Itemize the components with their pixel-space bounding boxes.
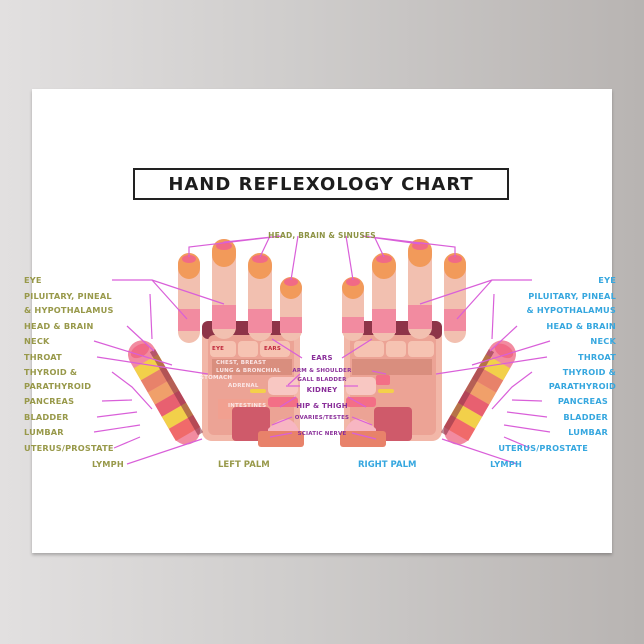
center-label-gall-bladder: GALL BLADDER — [297, 377, 347, 383]
left-label-neck: NECK — [24, 336, 50, 346]
inhand-label-chest-2: LUNG & BRONCHIAL — [216, 368, 281, 374]
left-label-head-brain: HEAD & BRAIN — [24, 321, 94, 331]
title-box: HAND REFLEXOLOGY CHART — [133, 168, 509, 200]
left-label-eye: EYE — [24, 275, 42, 285]
left-label-thyroid-2: PARATHYROID — [24, 381, 92, 391]
center-label-kidney: KIDNEY — [306, 386, 338, 394]
left-label-pituitary-2: & HYPOTHALAMUS — [24, 305, 114, 315]
left-label-lymph: LYMPH — [92, 459, 124, 469]
right-label-head-brain: HEAD & BRAIN — [546, 321, 616, 331]
poster: HAND REFLEXOLOGY CHART — [24, 89, 616, 553]
inhand-label-ears: EARS — [264, 346, 282, 352]
right-label-pituitary-1: PILUITARY, PINEAL — [528, 291, 616, 301]
right-index — [342, 277, 364, 341]
right-label-neck: NECK — [590, 336, 616, 346]
hands-illustration — [93, 235, 551, 465]
left-ring — [212, 239, 236, 339]
left-label-lumbar: LUMBAR — [24, 427, 64, 437]
right-thumb — [440, 340, 516, 445]
right-label-eye: EYE — [598, 275, 616, 285]
right-pinky — [444, 253, 466, 343]
label-head-brain-sinuses: HEAD, BRAIN & SINUSES — [268, 231, 376, 240]
left-label-pancreas: PANCREAS — [24, 396, 75, 406]
left-label-throat: THROAT — [24, 352, 62, 362]
right-ring — [408, 239, 432, 339]
right-label-throat: THROAT — [578, 352, 616, 362]
right-label-bladder: BLADDER — [563, 412, 608, 422]
left-thumb — [128, 340, 204, 445]
center-label-hip-thigh: HIP & THIGH — [296, 402, 348, 410]
leader-lines — [93, 235, 551, 465]
right-label-thyroid-2: PARATHYROID — [548, 381, 616, 391]
left-pinky — [178, 253, 200, 343]
left-label-bladder: BLADDER — [24, 412, 69, 422]
left-index — [280, 277, 302, 341]
left-label-thyroid-1: THYROID & — [24, 367, 78, 377]
inhand-label-adrenal: ADRENAL — [228, 383, 259, 389]
right-label-thyroid-1: THYROID & — [562, 367, 616, 377]
inhand-label-stomach: STOMACH — [200, 375, 233, 381]
center-label-ovaries-testes: OVARIES/TESTES — [294, 415, 350, 421]
left-label-pituitary-1: PILUITARY, PINEAL — [24, 291, 112, 301]
inhand-label-intestines: INTESTINES — [228, 403, 267, 409]
right-palm-label: RIGHT PALM — [358, 460, 417, 470]
right-label-pituitary-2: & HYPOTHALAMUS — [526, 305, 616, 315]
left-label-uterus-prostate: UTERUS/PROSTATE — [24, 443, 114, 453]
inhand-label-eye: EYE — [212, 346, 225, 352]
right-hand — [340, 239, 516, 447]
right-middle — [372, 253, 396, 341]
left-hand — [128, 239, 304, 447]
right-label-lymph: LYMPH — [490, 459, 522, 469]
center-label-sciatic-nerve: SCIATIC NERVE — [297, 431, 347, 437]
center-label-ears: EARS — [311, 354, 333, 362]
right-label-uterus-prostate: UTERUS/PROSTATE — [498, 443, 588, 453]
center-label-arm-shoulder: ARM & SHOULDER — [292, 368, 352, 374]
right-label-lumbar: LUMBAR — [568, 427, 608, 437]
left-palm-label: LEFT PALM — [218, 460, 270, 470]
left-middle — [248, 253, 272, 341]
page-title: HAND REFLEXOLOGY CHART — [168, 173, 474, 195]
right-label-pancreas: PANCREAS — [557, 396, 608, 406]
inhand-label-chest-1: CHEST, BREAST — [216, 360, 267, 366]
